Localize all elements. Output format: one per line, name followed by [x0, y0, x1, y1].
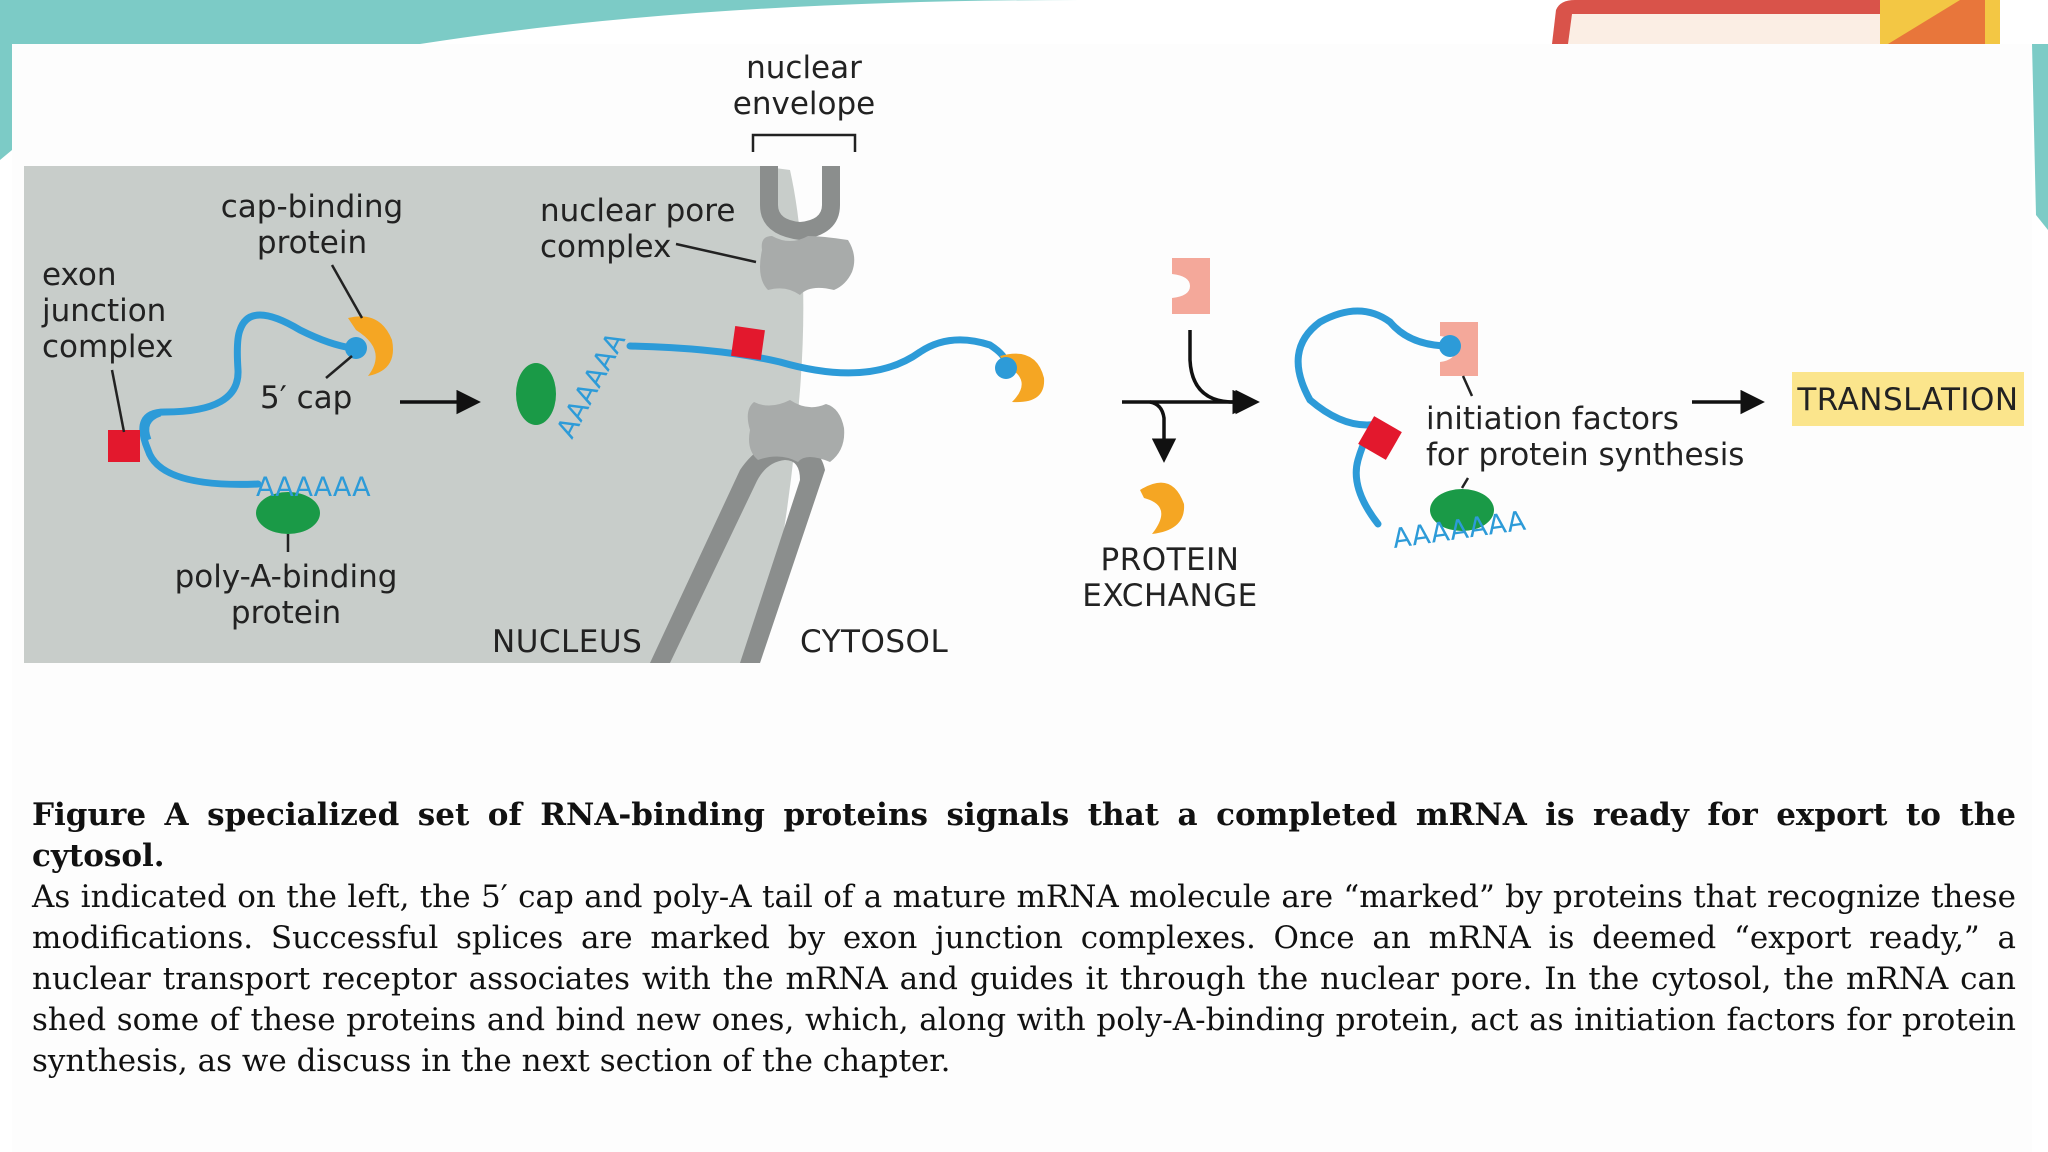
label-cap-binding-2: protein — [257, 225, 367, 261]
caption-title: Figure A specialized set of RNA-binding … — [32, 797, 2016, 874]
exon-junction-complex-export — [731, 326, 765, 360]
exchange-arrow-in — [1188, 330, 1257, 415]
mrna-strand-cytosol — [1294, 307, 1454, 528]
teal-swoosh-decoration — [0, 0, 1080, 44]
cap-binding-protein-released — [1140, 482, 1185, 534]
mrna-export-diagram: AAAAAA AAAAAA AAAAAAA nuclear envelope c… — [24, 50, 2024, 663]
label-initiation-2: for protein synthesis — [1426, 437, 1744, 473]
cap-binding-protein-nucleus — [348, 316, 393, 376]
polya-binding-protein-nucleus — [256, 492, 320, 534]
polya-tail-nucleus: AAAAAA — [256, 472, 371, 503]
nuclear-envelope-upper — [760, 166, 840, 240]
label-nuclear-envelope-1: nuclear — [746, 50, 862, 86]
initiation-factor-incoming — [1172, 258, 1210, 314]
exchange-arrow-out — [1149, 400, 1177, 463]
nucleus-region — [24, 166, 804, 663]
translation-box — [1792, 372, 2024, 426]
five-prime-cap-export — [995, 357, 1017, 379]
label-nuclear-envelope-2: envelope — [733, 86, 875, 122]
label-five-prime-cap: 5′ cap — [260, 380, 352, 416]
label-polya-binding-2: protein — [231, 595, 341, 631]
mrna-strand-export — [626, 336, 1010, 377]
mrna-strand-nucleus — [139, 311, 356, 488]
book-icon — [1552, 0, 2000, 44]
nuclear-pore-lower — [747, 400, 845, 462]
label-nucleus: NUCLEUS — [492, 624, 642, 660]
caption-body: As indicated on the left, the 5′ cap and… — [32, 879, 2016, 1079]
label-translation: TRANSLATION — [1796, 382, 2018, 418]
label-protein-exchange-1: PROTEIN — [1101, 542, 1240, 578]
label-polya-binding-1: poly-A-binding — [175, 559, 398, 595]
nuclear-envelope-lower — [650, 440, 825, 663]
nuclear-envelope-bracket — [751, 133, 857, 152]
exon-junction-complex-nucleus — [108, 430, 140, 462]
polya-binding-protein-cytosol — [1430, 489, 1494, 531]
five-prime-cap-cytosol — [1439, 335, 1461, 357]
label-cap-binding-1: cap-binding — [221, 189, 403, 225]
nuclear-pore-upper — [760, 236, 855, 295]
label-exon-1: exon — [42, 257, 117, 293]
label-exon-3: complex — [42, 329, 173, 365]
polya-binding-protein-export — [516, 363, 556, 425]
figure-caption: Figure A specialized set of RNA-binding … — [32, 795, 2016, 1082]
label-protein-exchange-2: EXCHANGE — [1082, 578, 1258, 614]
label-exon-2: junction — [41, 293, 166, 329]
label-initiation-1: initiation factors — [1426, 401, 1679, 437]
exon-junction-complex-cytosol — [1358, 416, 1402, 460]
five-prime-cap-nucleus — [345, 337, 367, 359]
label-nuclear-pore-1: nuclear pore — [540, 193, 735, 229]
label-nuclear-pore-2: complex — [540, 229, 671, 265]
label-cytosol: CYTOSOL — [800, 624, 948, 660]
